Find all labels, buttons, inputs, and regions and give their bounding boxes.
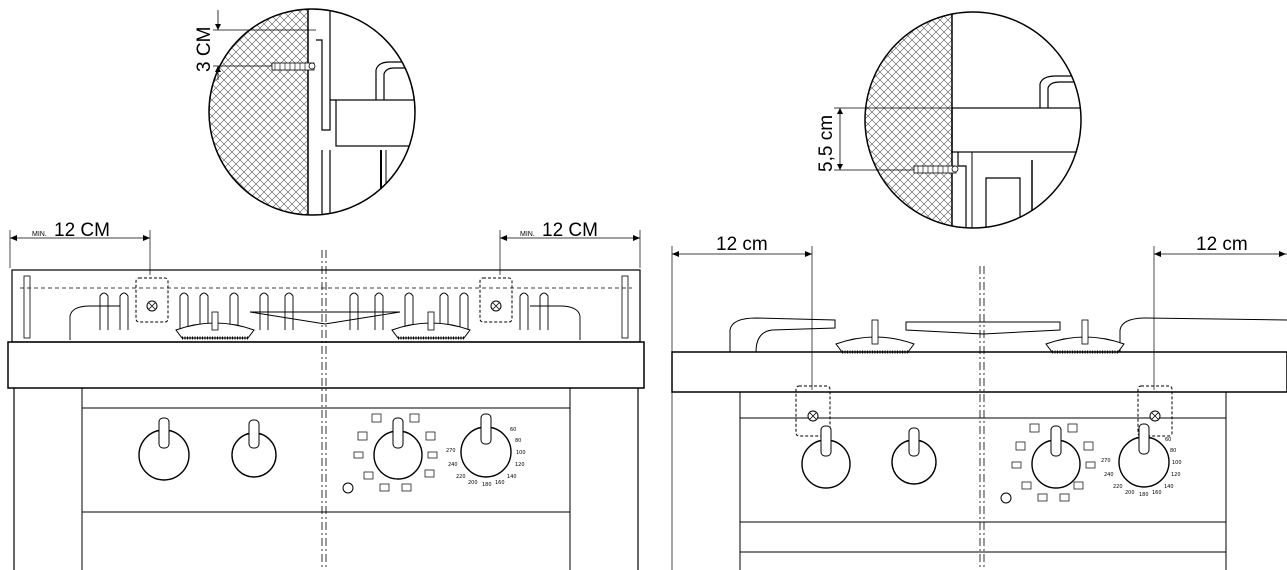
temp-tick: 240: [1104, 472, 1114, 478]
right-cooker: 60 80 100 120 140 160 180 200 220 240 27…: [671, 266, 1287, 570]
temp-tick: 160: [495, 480, 505, 486]
left-side-distance-a: 12 CM: [54, 220, 110, 241]
temp-tick: 270: [1101, 458, 1111, 464]
temp-tick: 140: [1164, 484, 1174, 490]
right-wall-detail: [864, 11, 1082, 229]
left-wall-detail: [208, 8, 416, 216]
right-side-distance-b: 12 cm: [1196, 234, 1248, 255]
temp-tick: 60: [1165, 437, 1171, 443]
right-wall-gap-dimension: 5,5 cm: [816, 107, 952, 172]
left-wall-gap-dimension: 3 CM: [194, 10, 316, 80]
temp-tick: 200: [1125, 490, 1135, 496]
left-burner-2: [391, 311, 471, 340]
left-gas-knob-1: [138, 417, 190, 481]
temp-tick: 180: [1139, 492, 1149, 498]
left-cooker: 60 80 100 120 140 160 180 200 220 240 27…: [7, 250, 645, 570]
temp-tick: 100: [1172, 460, 1182, 466]
left-min-label-a: MIN.: [32, 231, 47, 238]
temp-tick: 160: [1152, 490, 1162, 496]
right-oven-temperature-knob: 60 80 100 120 140 160 180 200 220 240 27…: [1101, 423, 1182, 498]
temp-tick: 220: [456, 474, 466, 480]
right-bracket-2: [1137, 385, 1173, 437]
right-burner-2: [1045, 319, 1125, 354]
temp-tick: 120: [515, 462, 525, 468]
temp-tick: 60: [510, 427, 516, 433]
left-oven-function-knob: [342, 413, 438, 494]
left-bracket-1: [135, 277, 169, 323]
left-side-distance-b: 12 CM: [542, 220, 598, 241]
temp-tick: 80: [1170, 448, 1176, 454]
right-burner-1: [835, 319, 915, 354]
right-figure: 5,5 cm 12 cm 12 cm: [671, 11, 1287, 570]
temp-tick: 220: [1113, 484, 1123, 490]
temp-tick: 80: [515, 438, 521, 444]
temp-tick: 240: [448, 462, 458, 468]
left-figure: 3 CM MIN. 12 CM MIN. 12 CM: [7, 8, 645, 570]
left-burner-1: [175, 311, 255, 340]
right-wall-gap-label: 5,5 cm: [816, 115, 837, 172]
temp-tick: 140: [507, 474, 517, 480]
temp-tick: 180: [482, 482, 492, 488]
right-side-distance-a: 12 cm: [716, 234, 768, 255]
right-oven-function-knob: [1000, 423, 1096, 504]
temp-tick: 100: [516, 450, 526, 456]
temp-tick: 270: [446, 448, 456, 454]
right-bracket-1: [795, 385, 831, 437]
left-side-dimensions: MIN. 12 CM MIN. 12 CM: [9, 220, 641, 275]
left-min-label-b: MIN.: [520, 231, 535, 238]
temp-tick: 120: [1171, 472, 1181, 478]
temp-tick: 200: [468, 480, 478, 486]
left-oven-temperature-knob: 60 80 100 120 140 160 180 200 220 240 27…: [446, 413, 526, 488]
right-gas-knob-2: [891, 427, 937, 485]
right-side-dimensions: 12 cm 12 cm: [671, 234, 1287, 570]
left-wall-gap-label: 3 CM: [194, 27, 215, 72]
left-gas-knob-2: [231, 419, 277, 478]
left-bracket-2: [479, 277, 513, 323]
right-gas-knob-1: [801, 425, 851, 489]
